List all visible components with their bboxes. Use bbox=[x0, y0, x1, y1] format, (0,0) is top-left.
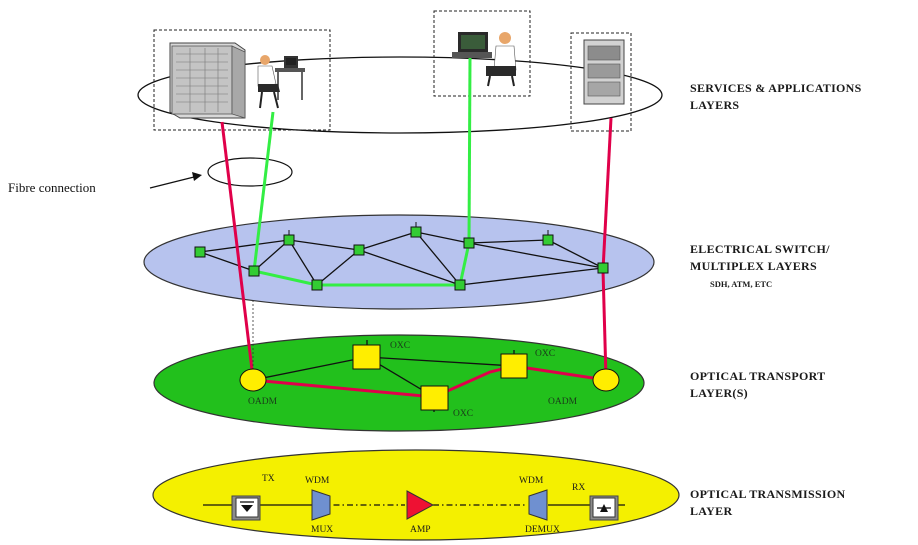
wdm-left-label: WDM bbox=[305, 476, 330, 486]
electrical-layer-ellipse bbox=[143, 214, 655, 310]
electrical-layer-sublabel: SDH, ATM, ETC bbox=[710, 279, 773, 289]
services-layer-label: SERVICES & APPLICATIONS LAYERS bbox=[690, 80, 862, 114]
optical-transmission-label-line2: LAYER bbox=[690, 504, 733, 518]
operator-workstation-icon bbox=[257, 55, 305, 109]
wdm-right-label: WDM bbox=[519, 476, 544, 486]
oadm-left-node bbox=[239, 368, 267, 392]
network-equipment-icon bbox=[583, 39, 625, 105]
oxc-right-label: OXC bbox=[535, 349, 555, 359]
oadm-right-label: OADM bbox=[548, 397, 578, 407]
oxc-bottom-node bbox=[420, 385, 449, 411]
oxc-top-node bbox=[352, 344, 381, 370]
services-layer-label-line1: SERVICES & APPLICATIONS bbox=[690, 81, 862, 95]
green-fibre-links bbox=[252, 57, 472, 287]
tx-label: TX bbox=[262, 474, 275, 484]
electrical-node bbox=[283, 234, 295, 246]
services-layer-label-line2: LAYERS bbox=[690, 98, 740, 112]
rx-box bbox=[589, 495, 619, 521]
oxc-top-label: OXC bbox=[390, 341, 410, 351]
electrical-node bbox=[597, 262, 609, 274]
site-right-dashed-box bbox=[570, 32, 632, 132]
oxc-right-node bbox=[500, 353, 528, 379]
wdm-mux-icon bbox=[311, 489, 331, 521]
amp-label: AMP bbox=[410, 525, 431, 535]
fibre-connection-label: Fibre connection bbox=[8, 180, 96, 195]
electrical-node bbox=[463, 237, 475, 249]
tx-box bbox=[231, 495, 261, 521]
optical-nodes bbox=[239, 344, 620, 411]
amplifier-icon bbox=[406, 490, 435, 520]
electrical-nodes bbox=[194, 226, 609, 291]
optical-transmission-layer-label: OPTICAL TRANSMISSION LAYER bbox=[690, 486, 845, 520]
wdm-demux-icon bbox=[528, 489, 548, 521]
electrical-layer-label: ELECTRICAL SWITCH/ MULTIPLEX LAYERS bbox=[690, 241, 830, 275]
electrical-node bbox=[311, 279, 323, 291]
operator-workstation-center-icon bbox=[452, 32, 517, 87]
site-center-dashed-box bbox=[433, 10, 531, 97]
oadm-left-label: OADM bbox=[248, 397, 278, 407]
demux-label: DEMUX bbox=[525, 525, 560, 535]
site-left-dashed-box bbox=[153, 29, 331, 131]
optical-red-path bbox=[252, 364, 607, 399]
fibre-arrow bbox=[149, 172, 202, 189]
rx-label: RX bbox=[572, 483, 585, 493]
optical-transport-label-line1: OPTICAL TRANSPORT bbox=[690, 369, 826, 383]
electrical-node bbox=[410, 226, 422, 238]
electrical-mesh-links bbox=[199, 231, 604, 286]
server-rack-icon bbox=[169, 42, 246, 119]
red-fibre-links bbox=[220, 117, 613, 379]
fibre-connection-ellipse bbox=[207, 157, 293, 187]
oxc-bottom-label: OXC bbox=[453, 409, 473, 419]
optical-transport-label-line2: LAYER(S) bbox=[690, 386, 748, 400]
electrical-layer-label-line1: ELECTRICAL SWITCH/ bbox=[690, 242, 830, 256]
electrical-node bbox=[248, 265, 260, 277]
mux-label: MUX bbox=[311, 525, 333, 535]
electrical-node bbox=[542, 234, 554, 246]
optical-transmission-label-line1: OPTICAL TRANSMISSION bbox=[690, 487, 846, 501]
electrical-node bbox=[454, 279, 466, 291]
electrical-layer-label-line2: MULTIPLEX LAYERS bbox=[690, 259, 817, 273]
electrical-node bbox=[194, 246, 206, 258]
electrical-node bbox=[353, 244, 365, 256]
oadm-right-node bbox=[592, 368, 620, 392]
optical-transport-layer-label: OPTICAL TRANSPORT LAYER(S) bbox=[690, 368, 825, 402]
